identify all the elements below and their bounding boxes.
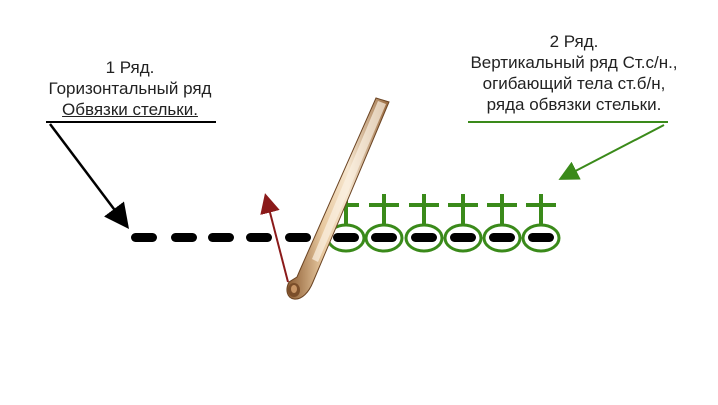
row2-title: 2 Ряд. — [549, 32, 599, 51]
direction-arrow — [260, 193, 289, 283]
chain-stitch — [246, 233, 272, 242]
crochet-hook-icon — [286, 97, 390, 300]
row1-chain-stitches — [131, 233, 311, 242]
chain-stitch — [171, 233, 197, 242]
row2-line3: огибающий тела ст.б/н, — [482, 74, 666, 93]
row1-caption: 1 Ряд. Горизонтальный ряд Обвязки стельк… — [20, 57, 240, 120]
chain-stitch — [208, 233, 234, 242]
row2-line2: Вертикальный ряд Ст.с/н., — [470, 53, 678, 72]
chain-stitch — [285, 233, 311, 242]
dc-stitch-2 — [364, 194, 404, 253]
dc-stitch-3 — [404, 194, 444, 253]
dc-stitch-6 — [521, 194, 561, 253]
row2-line4: ряда обвязки стельки. — [486, 95, 662, 114]
row1-line2: Горизонтальный ряд — [48, 79, 212, 98]
chain-stitch — [131, 233, 157, 242]
row1-line3: Обвязки стельки. — [62, 100, 198, 119]
dc-stitch-5 — [482, 194, 522, 253]
row2-pointer-arrow — [558, 124, 665, 180]
row1-pointer-arrow — [49, 123, 130, 229]
row1-title: 1 Ряд. — [105, 58, 155, 77]
row2-double-crochets — [326, 194, 561, 253]
row2-caption: 2 Ряд. Вертикальный ряд Ст.с/н., огибающ… — [432, 31, 716, 115]
dc-stitch-4 — [443, 194, 483, 253]
